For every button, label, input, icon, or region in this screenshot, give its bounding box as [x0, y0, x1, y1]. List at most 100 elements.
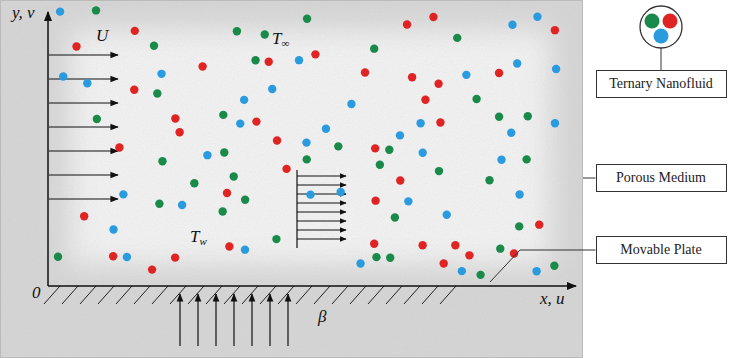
nanoparticle — [462, 71, 470, 79]
nanoparticle — [361, 68, 369, 76]
nanoparticle — [273, 136, 281, 144]
nanoparticle — [158, 157, 166, 165]
nanoparticle — [80, 212, 88, 220]
nanoparticle — [391, 213, 399, 221]
nanoparticle — [119, 190, 127, 198]
nanoparticle — [396, 176, 404, 184]
suction-arrow — [197, 294, 198, 346]
nanoparticle — [551, 26, 559, 34]
nanoparticle — [386, 254, 394, 262]
profile-arrow — [297, 203, 346, 204]
nanoparticle — [303, 155, 311, 163]
nanoparticle — [336, 188, 344, 196]
axis-or-flow-label: y, v — [12, 4, 35, 23]
axis-or-flow-label: x, u — [540, 290, 565, 309]
nanoparticle — [418, 241, 426, 249]
nanoparticle — [515, 190, 523, 198]
nanoparticle — [372, 253, 380, 261]
suction-arrow — [251, 294, 252, 346]
nanoparticle — [485, 176, 493, 184]
nanoparticle — [272, 235, 280, 243]
nanoparticle — [524, 112, 532, 120]
icon-particle — [663, 14, 678, 29]
profile-base — [296, 170, 297, 248]
nanoparticle — [236, 119, 244, 127]
nanoparticle — [72, 42, 80, 50]
nanoparticle — [347, 100, 355, 108]
nanoparticle — [370, 240, 378, 248]
nanoparticle — [56, 7, 64, 15]
nanoparticle — [130, 86, 138, 94]
nanoparticles — [54, 6, 560, 279]
nanoparticle — [356, 259, 364, 267]
nanoparticle — [418, 149, 426, 157]
nanoparticle — [295, 56, 303, 64]
nanoparticle — [533, 13, 541, 21]
nanoparticle — [252, 117, 260, 125]
nanoparticle — [150, 42, 158, 50]
nanoparticle — [465, 251, 473, 259]
axis-or-flow-label: Tw — [190, 228, 207, 247]
nanoparticle — [436, 118, 444, 126]
nanoparticle — [453, 34, 461, 42]
plate-leader — [490, 250, 596, 282]
free-stream-arrow — [49, 78, 118, 79]
nanoparticle — [440, 259, 448, 267]
nanoparticle — [396, 131, 404, 139]
nanoparticle — [306, 190, 314, 198]
nanoparticle — [416, 119, 424, 127]
nanoparticle — [220, 148, 228, 156]
nanoparticle — [322, 125, 330, 133]
profile-arrow — [297, 239, 346, 240]
nanoparticle — [495, 69, 503, 77]
nanoparticle — [550, 262, 558, 270]
medium-ground — [0, 0, 583, 358]
nanoparticle — [513, 59, 521, 67]
suction-arrow — [179, 294, 180, 346]
nanoparticle — [240, 96, 248, 104]
nanoparticle — [190, 179, 198, 187]
suction-arrow — [233, 294, 234, 346]
nanoparticle — [535, 220, 543, 228]
nanoparticle — [334, 142, 342, 150]
nanoparticle — [223, 189, 231, 197]
nanoparticle — [233, 27, 241, 35]
nanoparticle — [219, 111, 227, 119]
x-axis — [48, 285, 576, 287]
nanoparticle — [435, 167, 443, 175]
nanoparticle — [371, 196, 379, 204]
suction-arrow — [215, 294, 216, 346]
medium-texture — [0, 0, 583, 358]
nanoparticle — [54, 253, 62, 261]
free-stream-arrow — [49, 102, 118, 103]
box-label: Movable Plate — [620, 242, 701, 258]
nanoparticle — [476, 271, 484, 279]
nanoparticle — [495, 113, 503, 121]
nanoparticle — [148, 265, 156, 273]
nanoparticle — [522, 155, 530, 163]
nanoparticle — [551, 119, 559, 127]
nanoparticle — [268, 85, 276, 93]
nanoparticle — [59, 72, 67, 80]
nanoparticle — [92, 6, 100, 14]
nanoparticle — [83, 79, 91, 87]
nanoparticle — [507, 129, 515, 137]
nanoparticle — [532, 267, 540, 275]
nanoparticle — [496, 244, 504, 252]
plate-hatching — [44, 286, 456, 304]
nanoparticle — [93, 115, 101, 123]
nanoparticle — [443, 211, 451, 219]
nanoparticle — [203, 151, 211, 159]
nanoparticle — [123, 253, 131, 261]
y-axis — [47, 12, 49, 286]
label-box: Ternary Nanofluid — [596, 70, 727, 98]
label-box: Porous Medium — [596, 164, 727, 192]
nanoparticle — [241, 245, 249, 253]
nanoparticle — [311, 50, 319, 58]
nanoparticle — [303, 15, 311, 23]
nanoparticle — [515, 222, 523, 230]
nanoparticle — [385, 146, 393, 154]
nanoparticle — [261, 30, 269, 38]
free-stream-arrow — [49, 198, 118, 199]
profile-arrow — [297, 230, 346, 231]
